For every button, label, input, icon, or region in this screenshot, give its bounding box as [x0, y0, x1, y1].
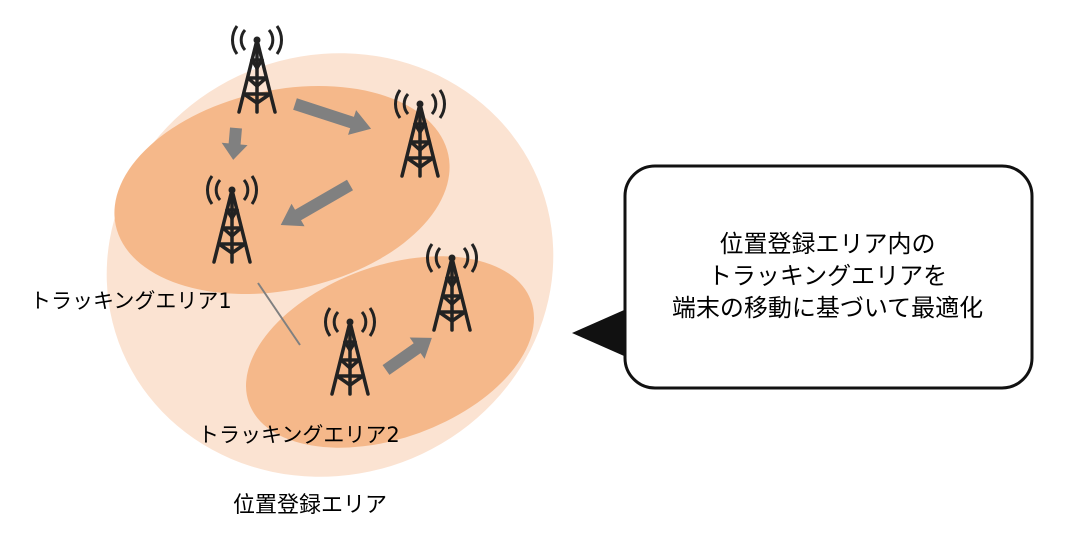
- callout-line: 位置登録エリア内の: [719, 230, 936, 258]
- callout-text: 位置登録エリア内の トラッキングエリアを 端末の移動に基づいて最適化: [625, 228, 1030, 324]
- callout-line: 端末の移動に基づいて最適化: [671, 294, 984, 322]
- tracking-area-1: [114, 85, 450, 295]
- callout-line: トラッキングエリアを: [707, 262, 948, 290]
- movement-arrow-icon: [382, 337, 432, 375]
- movement-arrow-icon: [280, 179, 353, 227]
- movement-arrow-icon: [293, 98, 372, 135]
- movement-arrow-icon: [221, 127, 248, 160]
- callout-bubble: [572, 164, 1034, 390]
- label-leader-line: [257, 282, 301, 346]
- tracking-area-1-label: トラッキングエリア1: [30, 289, 232, 313]
- tracking-area-2-label: トラッキングエリア2: [198, 423, 400, 447]
- movement-arrows: [221, 98, 432, 375]
- registration-area-label: 位置登録エリア: [233, 493, 388, 518]
